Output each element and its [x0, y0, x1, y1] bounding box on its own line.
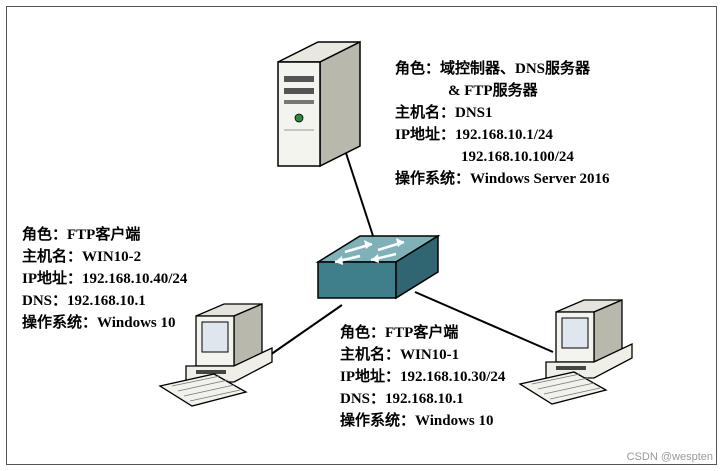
server-role: 角色：域控制器、DNS服务器: [395, 61, 591, 77]
server-hostname: 主机名：DNS1: [395, 105, 493, 121]
server-ip-secondary: 192.168.10.100/24: [461, 149, 574, 165]
switch-icon: [315, 234, 441, 300]
right-client-info: 角色：FTP客户端 主机名：WIN10-1 IP地址：192.168.10.30…: [340, 322, 505, 432]
link-server-switch: [344, 149, 376, 243]
left-client-dns: DNS：192.168.10.1: [22, 293, 146, 309]
left-client-info: 角色：FTP客户端 主机名：WIN10-2 IP地址：192.168.10.40…: [22, 224, 187, 334]
right-client-ip: IP地址：192.168.10.30/24: [340, 369, 506, 385]
left-client-pc-icon: [158, 303, 273, 407]
link-left-client-switch: [269, 304, 343, 356]
server-os: 操作系统：Windows Server 2016: [395, 171, 610, 187]
server-ip: IP地址：192.168.10.1/24: [395, 127, 553, 143]
left-client-hostname: 主机名：WIN10-2: [22, 249, 142, 265]
server-icon: [277, 40, 361, 168]
link-right-client-switch: [414, 291, 554, 353]
right-client-hostname: 主机名：WIN10-1: [340, 347, 460, 363]
left-client-ip: IP地址：192.168.10.40/24: [22, 271, 188, 287]
right-client-dns: DNS：192.168.10.1: [340, 391, 464, 407]
right-client-pc-icon: [518, 299, 633, 405]
left-client-os: 操作系统：Windows 10: [22, 315, 176, 331]
server-role-cont: & FTP服务器: [448, 83, 538, 99]
right-client-role: 角色：FTP客户端: [340, 325, 459, 341]
diagram-frame: [6, 6, 717, 465]
right-client-os: 操作系统：Windows 10: [340, 413, 494, 429]
left-client-role: 角色：FTP客户端: [22, 227, 141, 243]
server-info: 角色：域控制器、DNS服务器 & FTP服务器 主机名：DNS1 IP地址：19…: [395, 58, 609, 190]
watermark: CSDN @wespten: [626, 451, 713, 463]
